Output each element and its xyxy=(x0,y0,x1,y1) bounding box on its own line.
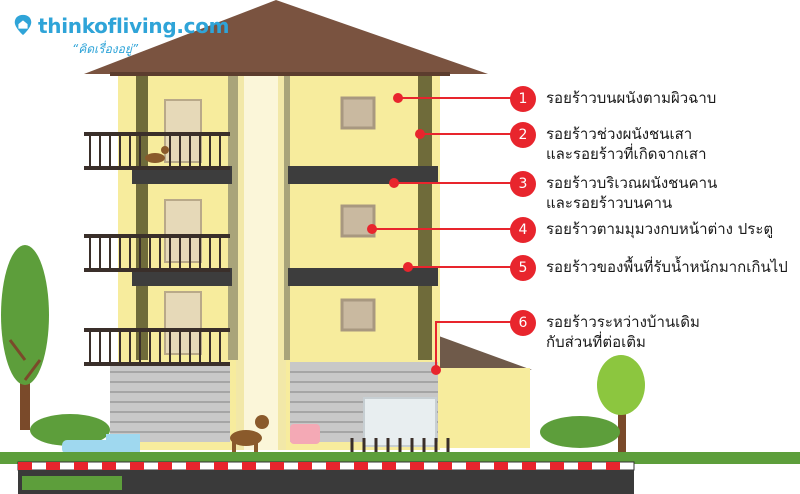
callout-number-2: 2 xyxy=(510,122,536,148)
leader-line-6 xyxy=(435,321,512,370)
callout-6-line-2: กับส่วนที่ต่อเติม xyxy=(546,333,646,351)
callout-number-3: 3 xyxy=(510,171,536,197)
callout-1: 1 รอยร้าวบนผนังตามผิวฉาบ xyxy=(510,86,716,112)
callout-number-5: 5 xyxy=(510,255,536,281)
callout-number-1: 1 xyxy=(510,86,536,112)
marker-2 xyxy=(415,129,425,139)
marker-5 xyxy=(403,262,413,272)
location-pin-icon xyxy=(14,14,32,36)
ground xyxy=(0,452,800,494)
brand-name: thinkofliving.com xyxy=(38,14,230,38)
crack-markers xyxy=(367,93,441,375)
callout-3-line-1: รอยร้าวบริเวณผนังชนคาน xyxy=(546,174,718,192)
callout-5: 5 รอยร้าวของพื้นที่รับน้ำหนักมากเกินไป xyxy=(510,255,788,281)
roof xyxy=(84,0,488,76)
callout-number-4: 4 xyxy=(510,217,536,243)
callout-2-line-1: รอยร้าวช่วงผนังชนเสา xyxy=(546,125,693,143)
balcony-dog-icon xyxy=(145,146,169,163)
callout-5-line-1: รอยร้าวของพื้นที่รับน้ำหนักมากเกินไป xyxy=(546,258,788,276)
callout-4: 4 รอยร้าวตามมุมวงกบหน้าต่าง ประตู xyxy=(510,217,773,243)
marker-4 xyxy=(367,224,377,234)
leader-lines xyxy=(372,97,512,370)
callout-3: 3 รอยร้าวบริเวณผนังชนคาน และรอยร้าวบนคาน xyxy=(510,171,717,213)
callout-2: 2 รอยร้าวช่วงผนังชนเสา และรอยร้าวที่เกิด… xyxy=(510,122,707,164)
marker-1 xyxy=(393,93,403,103)
right-tree xyxy=(597,355,645,455)
callout-1-line-1: รอยร้าวบนผนังตามผิวฉาบ xyxy=(546,89,717,107)
callout-6-line-1: รอยร้าวระหว่างบ้านเดิม xyxy=(546,313,700,331)
callout-6: 6 รอยร้าวระหว่างบ้านเดิม กับส่วนที่ต่อเต… xyxy=(510,310,700,352)
callout-3-line-2: และรอยร้าวบนคาน xyxy=(546,194,673,212)
marker-6 xyxy=(431,365,441,375)
callout-2-line-2: และรอยร้าวที่เกิดจากเสา xyxy=(546,145,707,163)
callout-number-6: 6 xyxy=(510,310,536,336)
building-body xyxy=(110,70,440,450)
marker-3 xyxy=(389,178,399,188)
balconies xyxy=(84,132,230,366)
left-tree xyxy=(1,245,49,430)
callout-4-line-1: รอยร้าวตามมุมวงกบหน้าต่าง ประตู xyxy=(546,220,774,238)
brand-tagline: “คิดเรื่องอยู่” xyxy=(72,42,139,56)
brand-logo[interactable]: thinkofliving.com “คิดเรื่องอยู่” xyxy=(8,8,230,58)
annex xyxy=(436,335,532,448)
